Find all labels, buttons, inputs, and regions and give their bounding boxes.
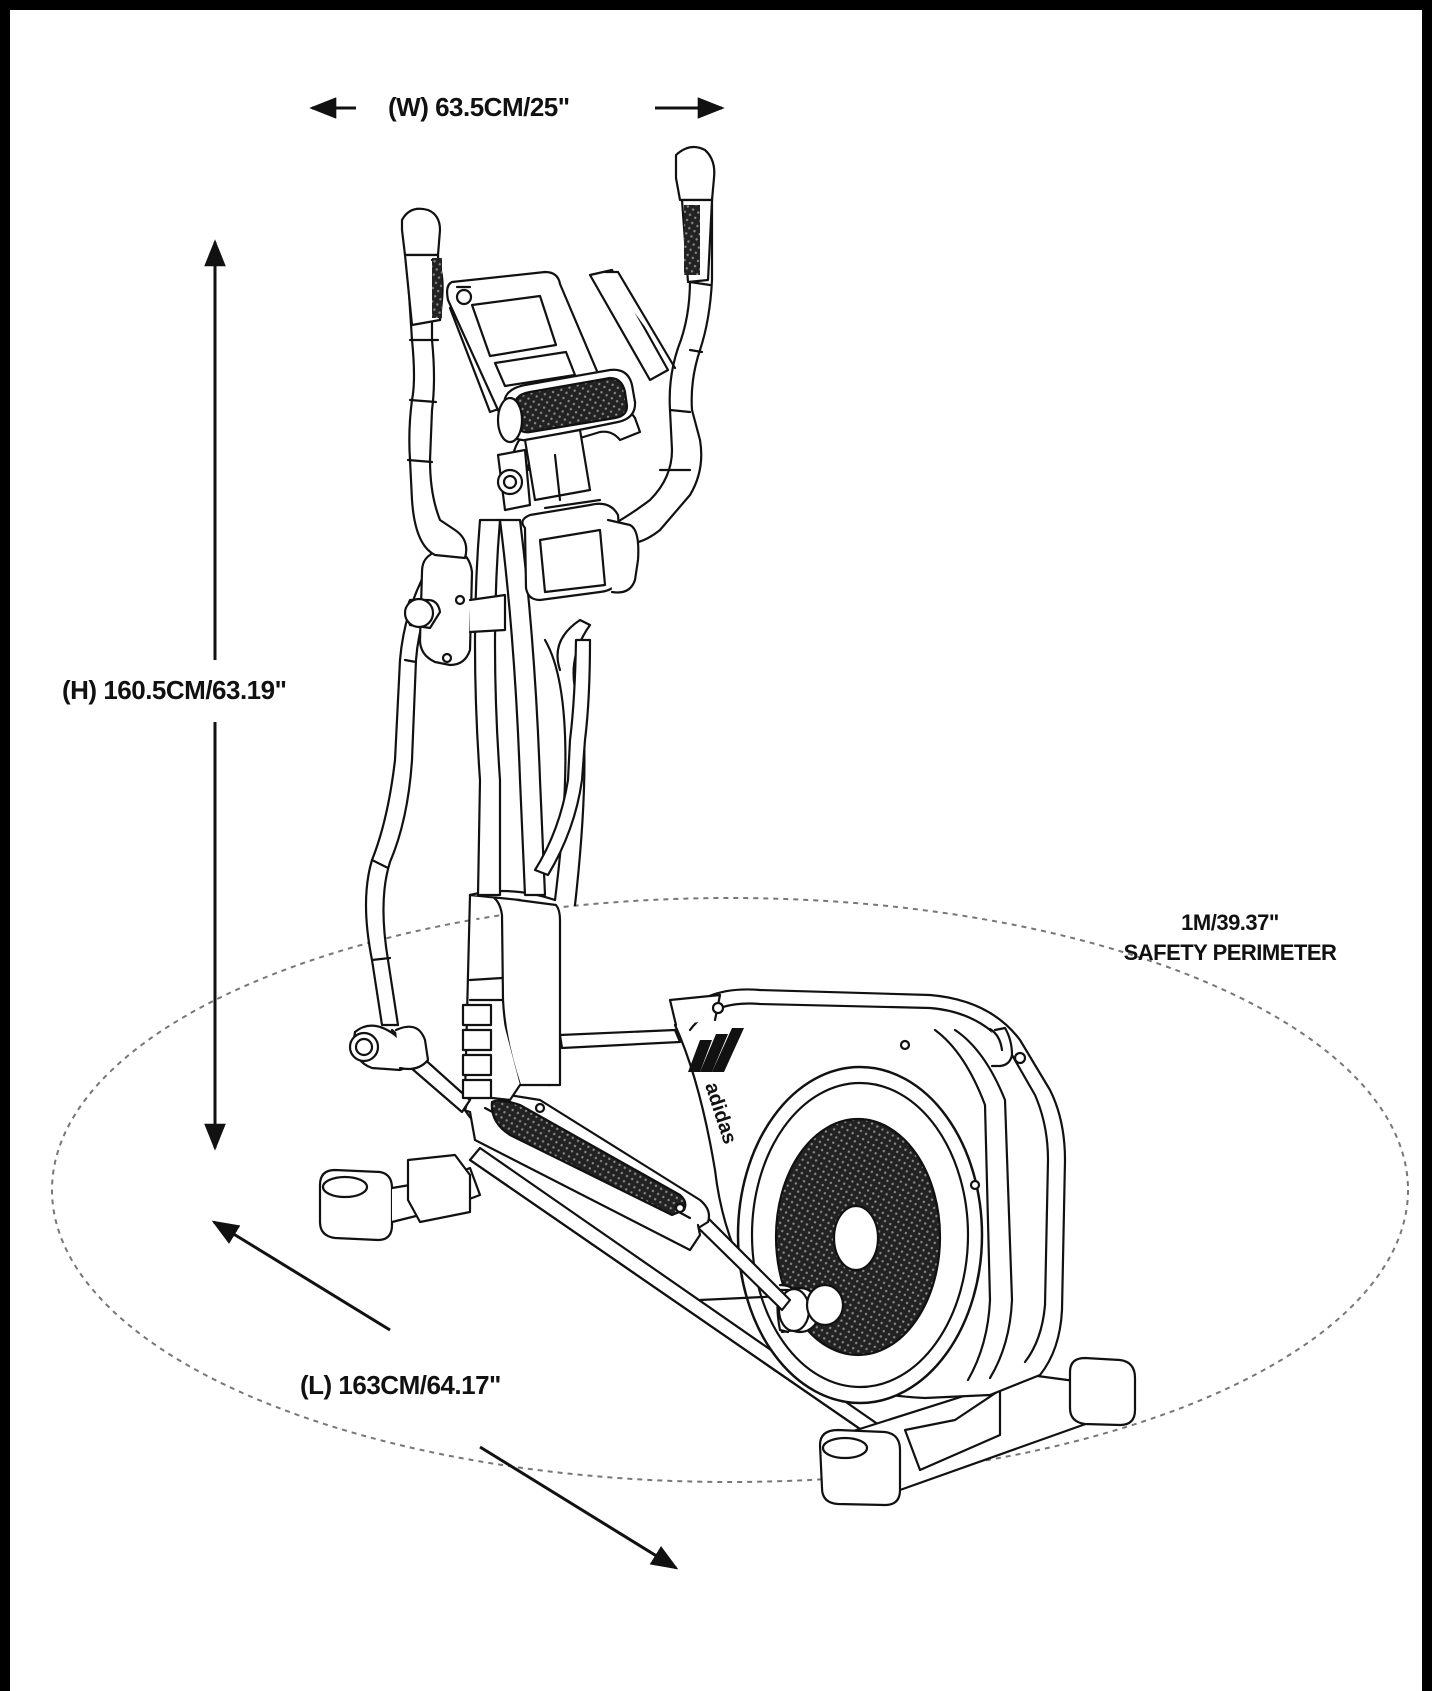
length-arrow-upper (211, 1220, 391, 1332)
length-arrow-lower (479, 1445, 679, 1570)
safety-perimeter-ellipse (51, 897, 1409, 1483)
safety-caption: SAFETY PERIMETER (1123, 940, 1337, 965)
safety-distance: 1M/39.37" (1181, 910, 1279, 935)
elliptical-machine: adidas (318, 145, 1137, 1507)
width-dimension-label: (W) 63.5CM/25" (388, 92, 570, 123)
brand-logo (688, 1028, 744, 1072)
height-dimension-label: (H) 160.5CM/63.19" (62, 675, 287, 706)
safety-perimeter-label: 1M/39.37" SAFETY PERIMETER (1080, 908, 1380, 968)
length-dimension-label: (L) 163CM/64.17" (300, 1370, 501, 1401)
